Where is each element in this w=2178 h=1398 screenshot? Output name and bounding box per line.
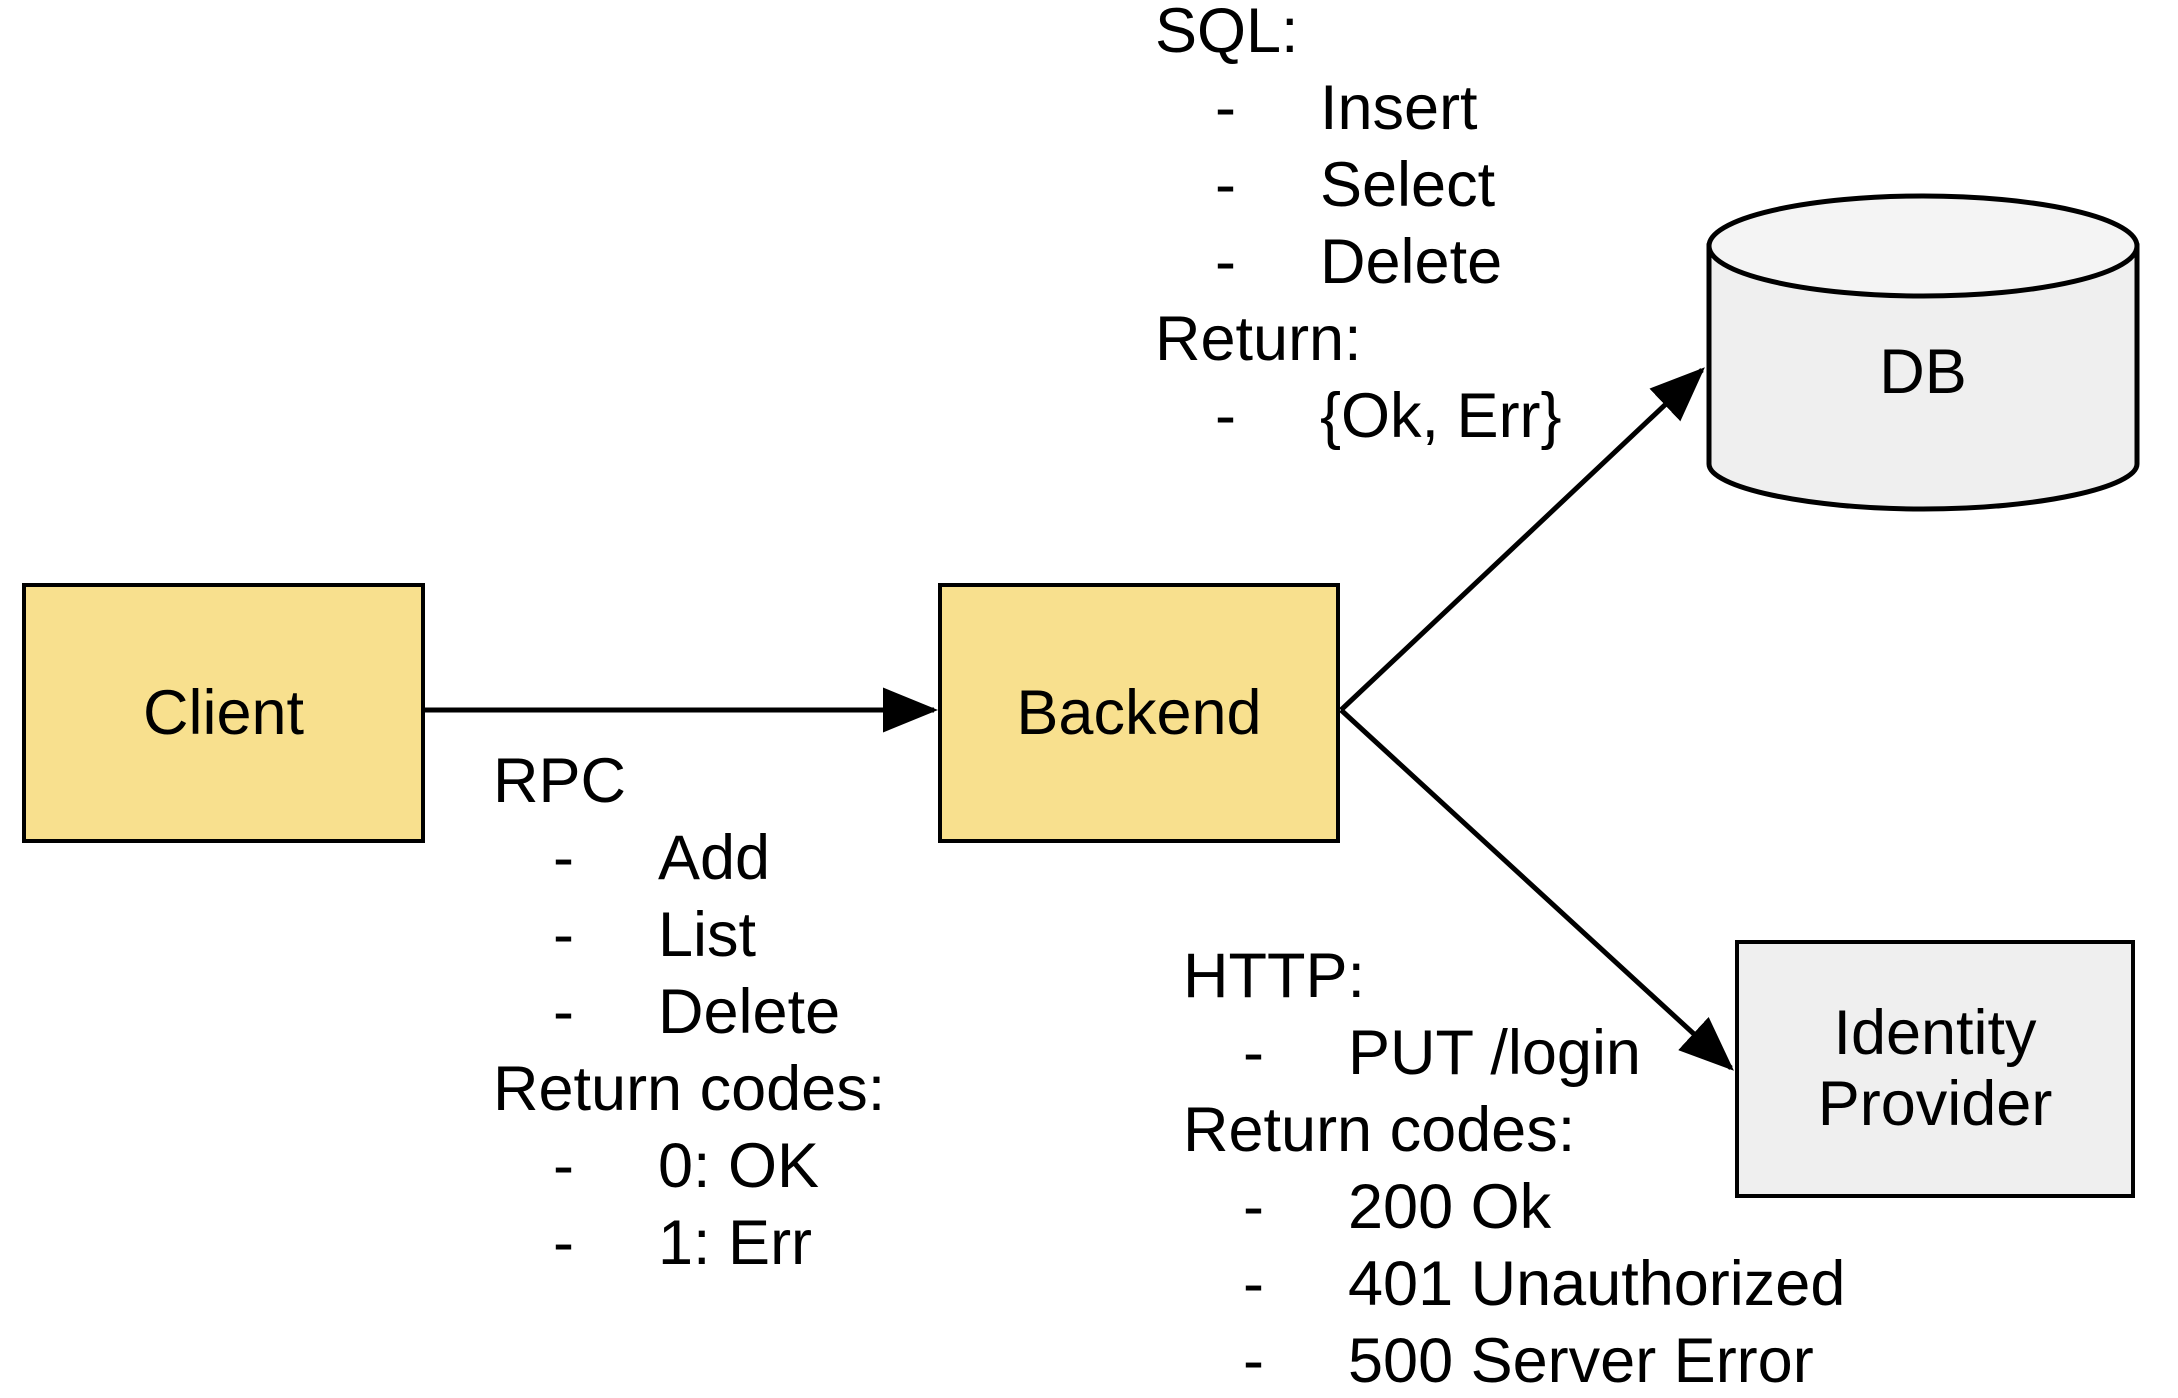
bullet-dash: - (1215, 227, 1236, 297)
node-client[interactable]: Client (22, 583, 425, 843)
annotation-sql-return-item-label: {Ok, Err} (1320, 381, 1562, 451)
bullet-dash: - (553, 900, 574, 970)
annotation-rpc-item: - List (493, 897, 885, 974)
annotation-sql-heading: SQL: (1155, 0, 1299, 66)
annotation-http-item-label: PUT /login (1348, 1018, 1641, 1088)
annotation-sql-item: - Delete (1155, 224, 1562, 301)
bullet-dash: - (1243, 1326, 1264, 1396)
annotation-rpc-return-item: - 1: Err (493, 1205, 885, 1282)
annotation-rpc-return-item-label: 1: Err (658, 1208, 813, 1278)
annotation-rpc-return-heading: Return codes: (493, 1054, 886, 1124)
annotation-sql: SQL: - Insert - Select - Delete Return: - {O… (1155, 0, 1562, 455)
annotation-http-return-item-label: 401 Unauthorized (1348, 1249, 1846, 1319)
annotation-rpc: RPC - Add - List - Delete Return codes: - 0:… (493, 743, 885, 1282)
node-client-label: Client (142, 677, 305, 748)
bullet-dash: - (553, 1131, 574, 1201)
bullet-dash: - (1243, 1018, 1264, 1088)
annotation-rpc-heading: RPC (493, 746, 627, 816)
bullet-dash: - (553, 977, 574, 1047)
annotation-http-item: - PUT /login (1183, 1015, 1845, 1092)
node-db[interactable]: DB (1706, 192, 2140, 518)
annotation-rpc-item-label: List (658, 900, 757, 970)
bullet-dash: - (553, 823, 574, 893)
annotation-rpc-item: - Delete (493, 974, 885, 1051)
bullet-dash: - (1243, 1172, 1264, 1242)
annotation-http: HTTP: -PUT /login Return codes: -200 Ok … (1183, 938, 1845, 1398)
node-identity-provider-label: Identity Provider (1817, 998, 2053, 1139)
annotation-sql-item: - Select (1155, 147, 1562, 224)
annotation-http-return-item: - 500 Server Error (1183, 1323, 1845, 1398)
node-backend-label: Backend (1016, 677, 1262, 748)
database-cylinder-icon (1706, 193, 2140, 512)
bullet-dash: - (1243, 1249, 1264, 1319)
annotation-rpc-item-label: Add (658, 823, 771, 893)
annotation-http-return-item: - 200 Ok (1183, 1169, 1845, 1246)
node-identity-provider[interactable]: Identity Provider (1735, 940, 2135, 1198)
bullet-dash: - (1215, 73, 1236, 143)
annotation-sql-item: - Insert (1155, 70, 1562, 147)
node-backend[interactable]: Backend (938, 583, 1340, 843)
bullet-dash: - (1215, 150, 1236, 220)
annotation-http-return-item: - 401 Unauthorized (1183, 1246, 1845, 1323)
annotation-http-return-item-label: 500 Server Error (1348, 1326, 1814, 1396)
annotation-rpc-return-item: - 0: OK (493, 1128, 885, 1205)
annotation-rpc-return-item-label: 0: OK (658, 1131, 820, 1201)
annotation-sql-return-heading: Return: (1155, 304, 1362, 374)
annotation-sql-return-item: - {Ok, Err} (1155, 378, 1562, 455)
annotation-sql-item-label: Delete (1320, 227, 1503, 297)
annotation-http-return-heading: Return codes: (1183, 1095, 1576, 1165)
node-db-label: DB (1879, 336, 1967, 407)
annotation-sql-item-label: Insert (1320, 73, 1478, 143)
annotation-rpc-item-label: Delete (658, 977, 841, 1047)
annotation-http-heading: HTTP: (1183, 941, 1365, 1011)
annotation-rpc-item: - Add (493, 820, 885, 897)
bullet-dash: - (553, 1208, 574, 1278)
annotation-sql-item-label: Select (1320, 150, 1496, 220)
annotation-http-return-item-label: 200 Ok (1348, 1172, 1552, 1242)
bullet-dash: - (1215, 381, 1236, 451)
